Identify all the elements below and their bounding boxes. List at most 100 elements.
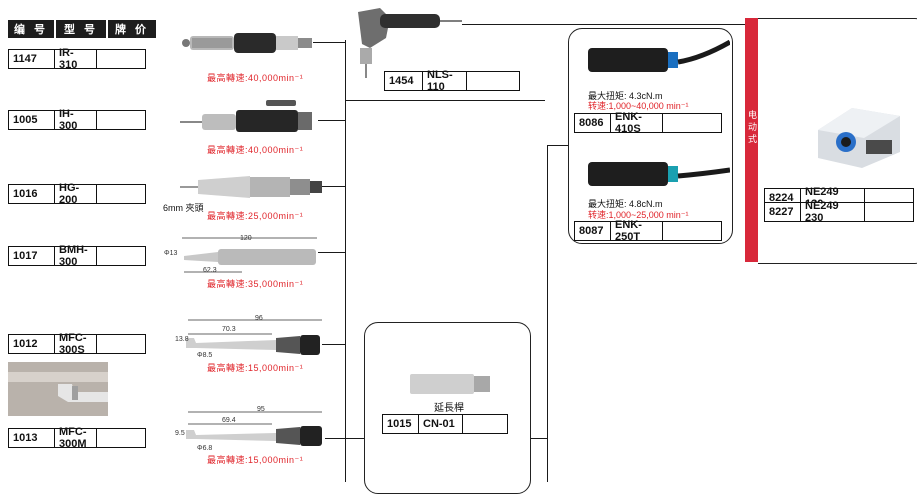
product-tag-1013: 1013 MFC-300M xyxy=(8,426,146,450)
product-code: 8227 xyxy=(765,203,801,221)
product-tag-1005: 1005 IH-300 xyxy=(8,108,146,132)
product-price xyxy=(97,185,145,203)
product-code: 1016 xyxy=(9,185,55,203)
torque-8087: 最大扭矩: 4.8cN.m xyxy=(588,199,663,209)
product-code: 1454 xyxy=(385,72,423,90)
handpiece-mfc300m-image xyxy=(186,411,322,446)
product-model: NLS-110 xyxy=(423,69,467,93)
handpiece-mfc300s-image xyxy=(186,319,322,355)
dim-diameter: Φ6.8 xyxy=(197,445,213,452)
connector-1013 xyxy=(325,438,345,439)
handpiece-bmh300-image xyxy=(182,237,317,273)
product-tag-1147: 1147 IR-310 xyxy=(8,47,146,71)
product-tag-1012: 1012 MFC-300S xyxy=(8,332,146,356)
product-model: ENK-250T xyxy=(611,219,663,243)
product-price xyxy=(663,114,721,132)
mfc300m-photo xyxy=(8,362,108,416)
product-model: IH-300 xyxy=(55,108,97,132)
product-tag-nls110: 1454 NLS-110 xyxy=(384,69,520,93)
product-code: 1015 xyxy=(383,415,419,433)
handpiece-ih300-image xyxy=(180,100,312,132)
dim-height: 13.8 xyxy=(175,336,189,343)
connector-motor xyxy=(547,145,569,146)
collet-note: 6mm 夾頭 xyxy=(163,203,204,213)
speed-1017: 最高轉速:35,000min⁻¹ xyxy=(207,279,304,289)
connector-1017 xyxy=(318,252,345,253)
product-code: 1013 xyxy=(9,429,55,447)
product-code: 1005 xyxy=(9,111,55,129)
dim-diameter: Φ8.5 xyxy=(197,352,213,359)
product-tag-8227: 8227 NE249 230 xyxy=(764,200,914,224)
product-model: BMH-300 xyxy=(55,244,97,268)
speed-1016: 最高轉速:25,000min⁻¹ xyxy=(207,211,304,221)
product-price xyxy=(97,429,145,447)
product-tag-8087: 8087 ENK-250T xyxy=(574,219,722,243)
speed-1012: 最高轉速:15,000min⁻¹ xyxy=(207,363,304,373)
dim-diameter: Φ13 xyxy=(164,250,178,257)
dim-sub-length: 62.3 xyxy=(203,267,217,274)
speed-8087: 转速:1,000~25,000 min⁻¹ xyxy=(588,210,689,220)
speed-1013: 最高轉速:15,000min⁻¹ xyxy=(207,455,304,465)
product-model: IR-310 xyxy=(55,47,97,71)
product-code: 1017 xyxy=(9,247,55,265)
product-price xyxy=(467,72,519,90)
product-price xyxy=(663,222,721,240)
product-model: NE249 230 xyxy=(801,200,865,224)
handpiece-hg200-image xyxy=(180,176,322,198)
header-price: 牌 价 xyxy=(108,20,156,38)
motor-enk250t-image xyxy=(588,162,730,186)
speed-1147: 最高轉速:40,000min⁻¹ xyxy=(207,73,304,83)
product-price xyxy=(97,335,145,353)
product-model: MFC-300M xyxy=(55,426,97,450)
extension-rod-image xyxy=(410,374,490,394)
header-code: 编 号 xyxy=(8,20,54,38)
handpiece-ir310-image xyxy=(182,33,312,53)
speed-8086: 转速:1,000~40,000 min⁻¹ xyxy=(588,101,689,111)
product-code: 1147 xyxy=(9,50,55,68)
table-header: 编 号 型 号 牌 价 xyxy=(8,20,158,38)
dim-length: 95 xyxy=(257,406,265,413)
product-price xyxy=(97,50,145,68)
connector-ext-left xyxy=(345,438,365,439)
controller-image xyxy=(818,108,900,168)
connector-1016 xyxy=(322,186,345,187)
product-model: HG-200 xyxy=(55,182,97,206)
nls110-image xyxy=(358,8,462,78)
torque-8086: 最大扭矩: 4.3cN.m xyxy=(588,91,663,101)
product-price xyxy=(97,247,145,265)
dim-sub-length: 69.4 xyxy=(222,417,236,424)
connector-right xyxy=(547,145,548,482)
connector-top xyxy=(462,24,745,25)
connector-ext-right xyxy=(528,438,548,439)
header-model: 型 号 xyxy=(56,20,106,38)
connector-1147 xyxy=(313,42,345,43)
product-model: MFC-300S xyxy=(55,332,97,356)
product-tag-cn01: 1015 CN-01 xyxy=(382,414,508,434)
product-price xyxy=(463,415,507,433)
dim-height: 9.5 xyxy=(175,430,185,437)
speed-1005: 最高轉速:40,000min⁻¹ xyxy=(207,145,304,155)
product-code: 8086 xyxy=(575,114,611,132)
product-tag-1016: 1016 HG-200 xyxy=(8,182,146,206)
product-model: ENK-410S xyxy=(611,111,663,135)
dim-length: 96 xyxy=(255,315,263,322)
product-tag-8086: 8086 ENK-410S xyxy=(574,111,722,135)
product-tag-1017: 1017 BMH-300 xyxy=(8,244,146,268)
electric-band xyxy=(745,18,759,262)
connector-nls xyxy=(345,100,545,101)
product-model: CN-01 xyxy=(419,415,463,433)
dim-length: 120 xyxy=(240,235,252,242)
connector-1012 xyxy=(322,344,345,345)
extension-label: 延長桿 xyxy=(434,403,464,414)
connector-main xyxy=(345,40,346,482)
connector-1005 xyxy=(318,120,345,121)
product-code: 8224 xyxy=(765,189,801,207)
product-code: 8087 xyxy=(575,222,611,240)
extension-box xyxy=(364,322,531,494)
motor-enk410s-image xyxy=(588,39,730,72)
product-code: 1012 xyxy=(9,335,55,353)
electric-label: 电动式 xyxy=(747,110,757,146)
dim-sub-length: 70.3 xyxy=(222,326,236,333)
product-price xyxy=(865,203,913,221)
product-price xyxy=(97,111,145,129)
